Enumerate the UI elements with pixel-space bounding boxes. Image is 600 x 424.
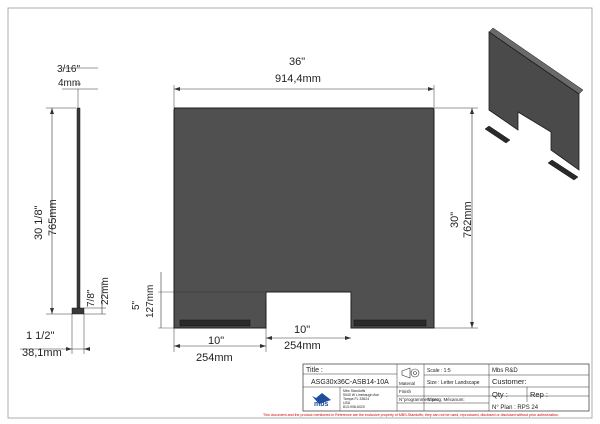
cutout-height-dimension: 5" 127mm xyxy=(131,272,266,329)
side-view xyxy=(71,107,85,315)
base-height-inch-label: 7/8" xyxy=(86,289,97,307)
cutout-offset-inch-label: 10" xyxy=(208,335,224,347)
side-view-panel xyxy=(76,107,81,309)
base-height-mm-label: 22mm xyxy=(100,277,111,305)
base-height-dimension: 7/8" 22mm xyxy=(84,277,111,315)
projection-symbol-icon xyxy=(401,367,420,379)
front-view-left-base xyxy=(179,319,251,327)
isometric-view xyxy=(484,27,584,181)
panel-height-inch-label: 30" xyxy=(449,212,461,228)
disclaimer-text: This document and the product mentioned … xyxy=(263,413,559,417)
rep-label: Rep : xyxy=(530,390,548,399)
cutout-width-mm-label: 254mm xyxy=(284,340,321,352)
size-value: Size : Letter Landscape xyxy=(427,380,480,386)
isometric-right-base xyxy=(547,159,579,181)
side-view-base xyxy=(71,307,85,315)
total-height-dimension: 30 1/8" 765mm xyxy=(33,107,76,315)
designer-value: Mbs R&D xyxy=(492,368,518,374)
qty-label: Qty : xyxy=(492,390,508,399)
title-label: Title : xyxy=(306,367,323,374)
company-address-line-2: 5040 W Linebaugh Ave xyxy=(343,393,379,397)
isometric-left-base xyxy=(484,125,511,144)
drawing-frame xyxy=(7,7,593,419)
thickness-mm-label: 4mm xyxy=(58,78,80,89)
cutout-offset-dimension: 10" 254mm xyxy=(173,328,267,364)
total-height-mm-label: 765mm xyxy=(47,199,59,236)
program-label: N°programme laser: xyxy=(399,397,439,402)
isometric-panel xyxy=(488,31,580,171)
material-label: Material xyxy=(399,381,415,386)
title-block: Title : ASG30x36C-ASB14-10A mbs Mbs Stan… xyxy=(302,363,590,412)
base-depth-inch-label: 1 1/2" xyxy=(26,330,54,342)
finish-label: Finish xyxy=(399,389,412,394)
prog-mecanum-label: N°prog. Mécanum: xyxy=(427,397,465,402)
scale-value: Scale : 1:5 xyxy=(427,368,451,374)
front-view-panel xyxy=(173,107,435,329)
panel-height-dimension: 30" 762mm xyxy=(434,107,478,329)
total-height-inch-label: 30 1/8" xyxy=(33,205,45,240)
company-address-line-3: Tampa FL 33624 xyxy=(343,397,369,401)
front-view-right-base xyxy=(353,319,427,327)
cutout-offset-mm-label: 254mm xyxy=(196,352,233,364)
cutout-height-inch-label: 5" xyxy=(131,300,142,310)
company-address-line-5: 813-908-6020 xyxy=(343,405,365,409)
panel-height-mm-label: 762mm xyxy=(462,201,474,238)
company-logo: mbs xyxy=(312,393,331,408)
company-address-line-4: USA xyxy=(343,401,351,405)
title-value: ASG30x36C-ASB14-10A xyxy=(311,379,389,386)
front-view xyxy=(173,107,435,329)
width-inch-label: 36" xyxy=(289,56,305,68)
thickness-dimension: 3/16" 4mm xyxy=(57,64,98,108)
cutout-width-inch-label: 10" xyxy=(294,324,310,336)
cutout-width-dimension: 10" 254mm xyxy=(265,292,352,352)
plan-number: N° Plan : RPS 24 xyxy=(492,405,539,411)
width-mm-label: 914,4mm xyxy=(275,73,321,85)
svg-text:mbs: mbs xyxy=(314,401,329,408)
cutout-height-mm-label: 127mm xyxy=(145,285,156,318)
thickness-inch-label: 3/16" xyxy=(57,64,80,75)
company-address-line-1: Mbs Standoffs xyxy=(343,389,366,393)
base-depth-mm-label: 38,1mm xyxy=(22,347,62,359)
base-depth-dimension: 1 1/2" 38,1mm xyxy=(20,314,90,359)
width-dimension: 36" 914,4mm xyxy=(173,56,435,108)
customer-label: Customer: xyxy=(492,377,527,386)
